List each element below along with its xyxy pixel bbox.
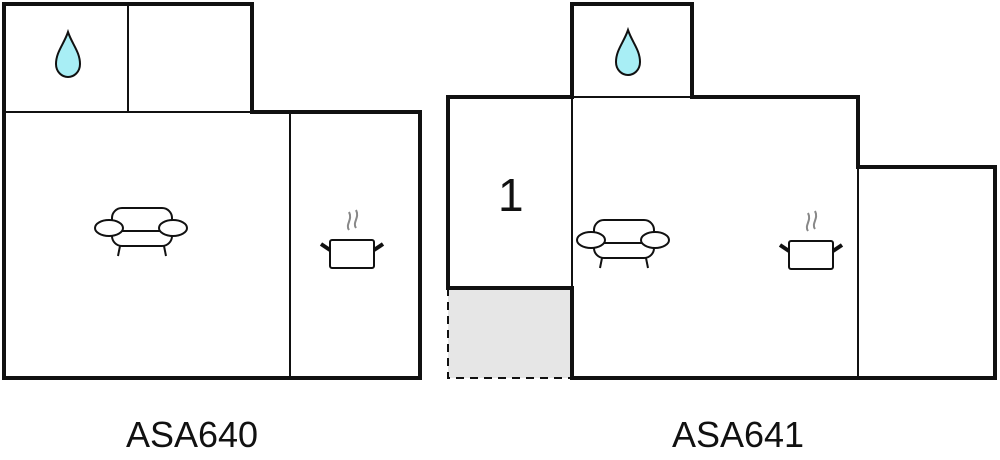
room-number-label: 1 bbox=[498, 169, 524, 221]
unbuilt-area bbox=[448, 288, 572, 378]
plan-asa640 bbox=[2, 2, 422, 380]
dashed-outline bbox=[447, 288, 572, 379]
plan-label-asa640: ASA640 bbox=[125, 414, 259, 455]
plan-label-asa641: ASA641 bbox=[671, 414, 805, 455]
exterior-wall bbox=[2, 2, 422, 380]
plan-asa641 bbox=[446, 2, 997, 380]
